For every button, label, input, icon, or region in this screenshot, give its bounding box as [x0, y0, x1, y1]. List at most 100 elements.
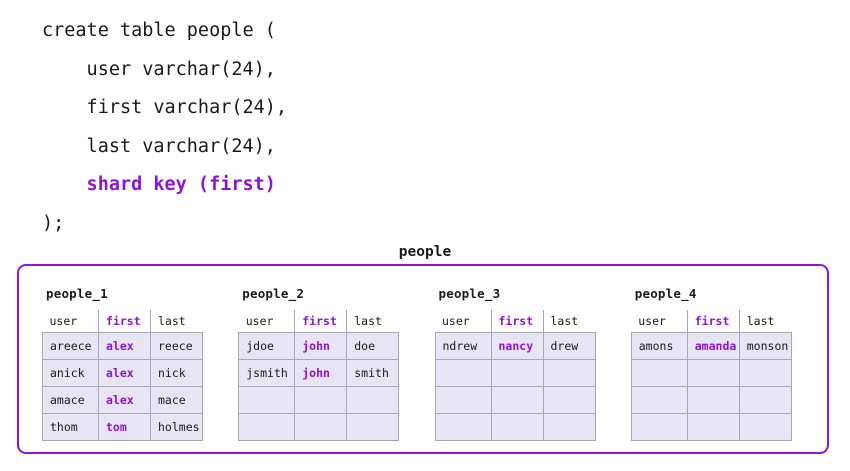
column-header-first: first — [491, 310, 544, 333]
cell-first — [686, 413, 740, 441]
cell-last — [738, 413, 792, 441]
table-row — [630, 386, 792, 414]
column-header-first: first — [294, 310, 348, 333]
cell-user — [434, 386, 492, 414]
column-header-user: user — [238, 310, 296, 333]
cell-last — [346, 413, 400, 441]
column-header-user: user — [435, 310, 492, 333]
cell-user — [630, 413, 688, 441]
cell-user: amons — [630, 332, 688, 360]
cell-last — [346, 386, 400, 414]
cell-user: jdoe — [238, 332, 296, 360]
cell-last: holmes — [150, 413, 203, 441]
cell-user — [434, 413, 492, 441]
cell-user: jsmith — [238, 359, 296, 387]
cell-first: john — [294, 359, 348, 387]
column-header-first: first — [98, 310, 151, 333]
shard-label: people_3 — [438, 286, 501, 301]
column-header-last: last — [543, 310, 595, 333]
column-header-first: first — [687, 310, 740, 333]
cell-first: tom — [98, 413, 151, 441]
cell-last — [542, 359, 596, 387]
sql-line-3: first varchar(24), — [42, 97, 288, 118]
cell-last: smith — [346, 359, 400, 387]
cell-first: amanda — [686, 332, 740, 360]
column-header-last: last — [346, 310, 399, 333]
column-header-user: user — [42, 310, 99, 333]
cell-user — [630, 386, 688, 414]
cell-first — [490, 386, 544, 414]
cell-first — [294, 386, 348, 414]
table-row — [630, 413, 792, 441]
cell-first: alex — [98, 386, 151, 414]
table-row — [630, 359, 792, 387]
cell-last — [738, 359, 792, 387]
cell-last: nick — [150, 359, 203, 387]
cell-last — [542, 386, 596, 414]
sql-line-1: create table people ( — [42, 20, 276, 41]
cell-first — [294, 413, 348, 441]
cell-last: drew — [542, 332, 596, 360]
cell-user: areece — [42, 332, 99, 360]
cell-last: monson — [738, 332, 792, 360]
shard-label: people_2 — [242, 286, 305, 301]
cell-last: doe — [346, 332, 400, 360]
column-header-last: last — [739, 310, 792, 333]
logical-table-title: people — [398, 244, 452, 260]
cell-last — [738, 386, 792, 414]
cell-first — [490, 359, 544, 387]
shard-label: people_1 — [46, 286, 108, 301]
cell-first: nancy — [490, 332, 544, 360]
sql-code-block: create table people ( user varchar(24), … — [42, 12, 287, 243]
cell-user — [630, 359, 688, 387]
cell-last: mace — [150, 386, 203, 414]
table-row — [434, 386, 596, 414]
cell-user: thom — [42, 413, 99, 441]
sql-line-4: last varchar(24), — [42, 135, 276, 157]
cell-first — [686, 386, 740, 414]
cell-user — [434, 359, 492, 387]
cell-user: ndrew — [434, 332, 492, 360]
cell-user: anick — [42, 359, 99, 387]
cell-first: alex — [98, 359, 151, 387]
shard-label: people_4 — [634, 286, 697, 301]
sql-line-5: shard key (first) — [42, 174, 276, 195]
table-row — [238, 413, 400, 441]
sql-line-6: ); — [42, 212, 65, 234]
cell-first: alex — [98, 332, 151, 360]
column-header-last: last — [150, 310, 203, 333]
cell-first: john — [294, 332, 348, 360]
cell-first — [686, 359, 740, 387]
table-row — [434, 359, 596, 387]
cell-user: amace — [42, 386, 99, 414]
cell-last: reece — [150, 332, 203, 360]
cell-user — [238, 386, 296, 414]
cell-first — [490, 413, 544, 441]
table-row — [434, 413, 596, 441]
column-header-user: user — [631, 310, 688, 333]
sql-line-2: user varchar(24), — [42, 58, 276, 80]
table-row — [238, 386, 400, 414]
